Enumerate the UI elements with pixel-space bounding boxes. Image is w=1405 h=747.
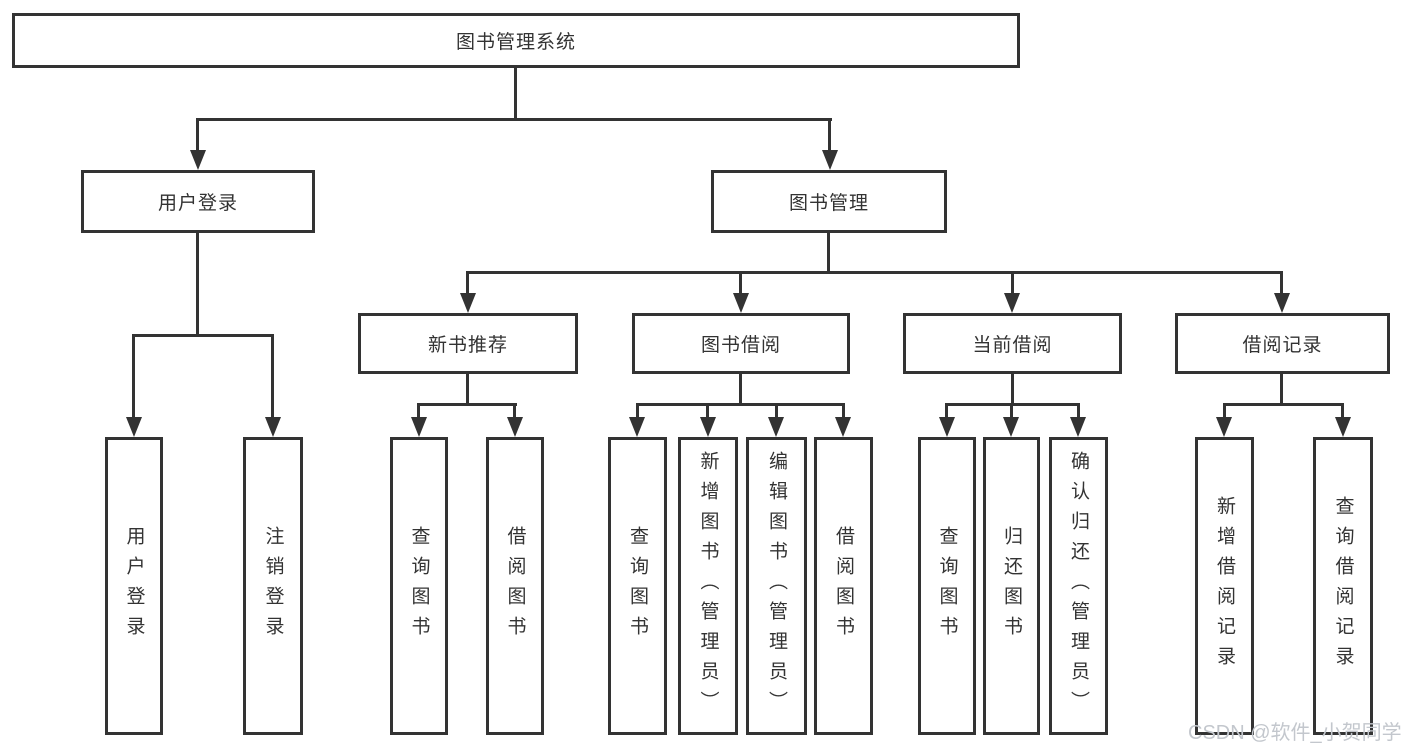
leaf-user-login: 用户登录: [105, 437, 163, 735]
connector-line: [1077, 403, 1080, 419]
leaf-query-books-recommend: 查询图书: [390, 437, 448, 735]
node-book-borrow: 图书借阅: [632, 313, 850, 374]
connector-line: [417, 403, 517, 406]
connector-line: [132, 334, 274, 337]
connector-line: [739, 374, 742, 406]
leaf-return-book-label: 归还图书: [1001, 526, 1022, 646]
arrow-down-icon: [1004, 293, 1020, 313]
connector-line: [739, 271, 742, 295]
arrow-down-icon: [1335, 417, 1351, 437]
leaf-borrow-books-label: 借阅图书: [833, 526, 854, 646]
connector-line: [466, 374, 469, 406]
arrow-down-icon: [265, 417, 281, 437]
arrow-down-icon: [460, 293, 476, 313]
connector-line: [132, 334, 135, 419]
node-new-book-recommend: 新书推荐: [358, 313, 578, 374]
arrow-down-icon: [1070, 417, 1086, 437]
connector-line: [945, 403, 948, 419]
arrow-down-icon: [126, 417, 142, 437]
connector-line: [514, 68, 517, 119]
connector-line: [706, 403, 709, 419]
node-user-login-label: 用户登录: [157, 193, 238, 214]
leaf-logout-label: 注销登录: [262, 526, 284, 646]
connector-line: [196, 118, 199, 152]
arrow-down-icon: [507, 417, 523, 437]
node-current-borrow-label: 当前借阅: [972, 335, 1053, 356]
arrow-down-icon: [700, 417, 716, 437]
leaf-logout: 注销登录: [243, 437, 303, 735]
arrow-down-icon: [768, 417, 784, 437]
connector-line: [1341, 403, 1344, 419]
arrow-down-icon: [1003, 417, 1019, 437]
csdn-watermark: CSDN @软件_小贺同学: [1188, 722, 1402, 744]
connector-line: [842, 403, 845, 419]
leaf-confirm-return-admin-label: 确认归还（管理员）: [1068, 451, 1089, 721]
node-book-management: 图书管理: [711, 170, 947, 233]
node-book-management-label: 图书管理: [788, 193, 869, 214]
node-borrow-records-label: 借阅记录: [1242, 335, 1323, 356]
arrow-down-icon: [411, 417, 427, 437]
connector-line: [636, 403, 845, 406]
leaf-edit-book-admin-label: 编辑图书（管理员）: [766, 451, 787, 721]
leaf-add-book-admin: 新增图书（管理员）: [678, 437, 738, 735]
arrow-down-icon: [835, 417, 851, 437]
leaf-add-borrow-record-label: 新增借阅记录: [1214, 496, 1235, 676]
connector-line: [466, 271, 469, 295]
leaf-user-login-label: 用户登录: [123, 526, 145, 646]
leaf-edit-book-admin: 编辑图书（管理员）: [746, 437, 807, 735]
node-root: 图书管理系统: [12, 13, 1020, 68]
arrow-down-icon: [629, 417, 645, 437]
connector-line: [196, 233, 199, 337]
leaf-query-borrow-record: 查询借阅记录: [1313, 437, 1373, 735]
node-new-book-recommend-label: 新书推荐: [427, 335, 508, 356]
connector-line: [1011, 374, 1014, 406]
leaf-query-books-current: 查询图书: [918, 437, 976, 735]
leaf-query-books-current-label: 查询图书: [936, 526, 958, 646]
leaf-query-books-borrow: 查询图书: [608, 437, 667, 735]
connector-line: [417, 403, 420, 419]
connector-line: [827, 233, 830, 274]
leaf-confirm-return-admin: 确认归还（管理员）: [1049, 437, 1108, 735]
connector-line: [1011, 271, 1014, 295]
arrow-down-icon: [1274, 293, 1290, 313]
node-borrow-records: 借阅记录: [1175, 313, 1390, 374]
connector-line: [1280, 271, 1283, 295]
arrow-down-icon: [1216, 417, 1232, 437]
connector-line: [1280, 374, 1283, 406]
leaf-add-borrow-record: 新增借阅记录: [1195, 437, 1254, 735]
connector-line: [1223, 403, 1226, 419]
arrow-down-icon: [822, 150, 838, 170]
connector-line: [513, 403, 516, 419]
leaf-query-books-borrow-label: 查询图书: [627, 526, 648, 646]
leaf-query-borrow-record-label: 查询借阅记录: [1332, 496, 1354, 676]
arrow-down-icon: [190, 150, 206, 170]
connector-line: [1010, 403, 1013, 419]
arrow-down-icon: [733, 293, 749, 313]
connector-line: [775, 403, 778, 419]
connector-line: [466, 271, 1283, 274]
leaf-add-book-admin-label: 新增图书（管理员）: [697, 451, 719, 721]
leaf-borrow-books: 借阅图书: [814, 437, 873, 735]
connector-line: [1223, 403, 1344, 406]
connector-line: [271, 334, 274, 419]
node-current-borrow: 当前借阅: [903, 313, 1122, 374]
node-user-login: 用户登录: [81, 170, 315, 233]
connector-line: [636, 403, 639, 419]
arrow-down-icon: [939, 417, 955, 437]
leaf-query-books-recommend-label: 查询图书: [408, 526, 430, 646]
leaf-return-book: 归还图书: [983, 437, 1040, 735]
leaf-borrow-books-recommend: 借阅图书: [486, 437, 544, 735]
connector-line: [828, 118, 831, 152]
connector-line: [196, 118, 832, 121]
node-book-borrow-label: 图书借阅: [700, 335, 781, 356]
leaf-borrow-books-recommend-label: 借阅图书: [504, 526, 526, 646]
node-root-label: 图书管理系统: [455, 32, 576, 53]
